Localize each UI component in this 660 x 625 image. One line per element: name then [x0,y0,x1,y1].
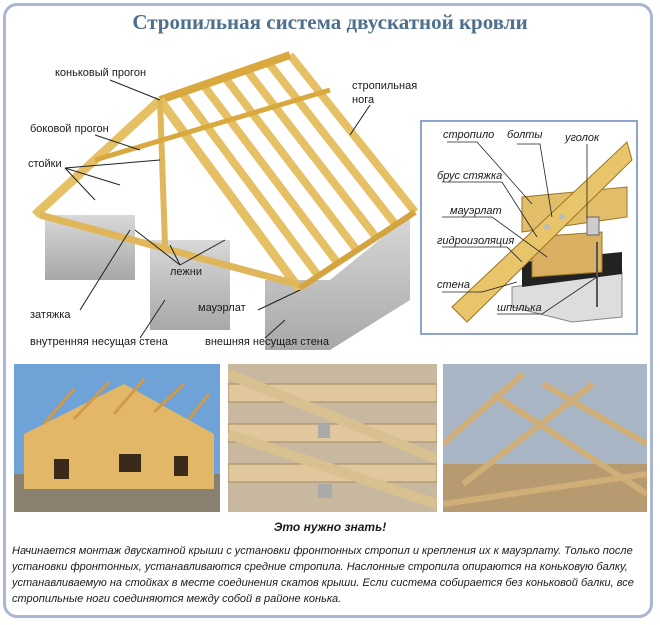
page-title: Стропильная система двускатной кровли [132,10,528,34]
label-rafter-leg-line2: нога [352,94,375,106]
joint-detail-drawing [442,141,633,323]
rafter-leg [200,82,342,267]
rafter-leg [243,67,380,241]
roof-truss-diagram [31,51,419,350]
note-heading: Это нужно знать! [273,520,387,534]
photo-rafter-fasteners [228,364,437,512]
mauerlat-joint-detail: стропило болты уголок брус стяжка мауэрл… [420,120,638,335]
rafter-leg [265,60,399,228]
label-ridge-purlin: коньковый прогон [55,67,147,79]
mauerlat-beam [298,209,417,291]
photo-roof-frame [443,364,647,512]
outer-load-bearing-wall [265,215,410,350]
label-rafter-leg-line1: стропильная [352,80,418,92]
label-side-purlin: боковой прогон [30,123,109,135]
detail-label-mauerlat: мауэрлат [450,205,502,217]
detail-label-rafter: стропило [443,129,495,141]
rafter-leg [221,75,361,254]
label-tie: затяжка [30,309,71,321]
photo-log-house-rafters [14,364,220,512]
left-wall [45,215,135,280]
ridge-purlin [158,51,292,104]
detail-label-angle: уголок [565,132,600,144]
label-outer-wall: внешняя несущая стена [205,336,330,348]
detail-label-wall: стена [437,279,470,291]
post [157,99,168,246]
label-mauerlat: мауэрлат [198,302,246,314]
label-sills: лежни [170,266,202,278]
detail-label-bolts: болты [507,129,543,141]
rafter-leg [286,52,419,215]
note-text: Начинается монтаж двускатной крыши с уст… [12,545,634,605]
label-posts: стойки [28,158,62,170]
detail-label-waterproofing: гидроизоляция [437,235,515,247]
detail-label-tie-beam: брус стяжка [437,170,503,182]
tie-beam [39,211,301,289]
detail-label-stud: шпилька [497,302,542,314]
label-inner-wall: внутренняя несущая стена [30,336,168,348]
rafter-leg [178,90,323,280]
